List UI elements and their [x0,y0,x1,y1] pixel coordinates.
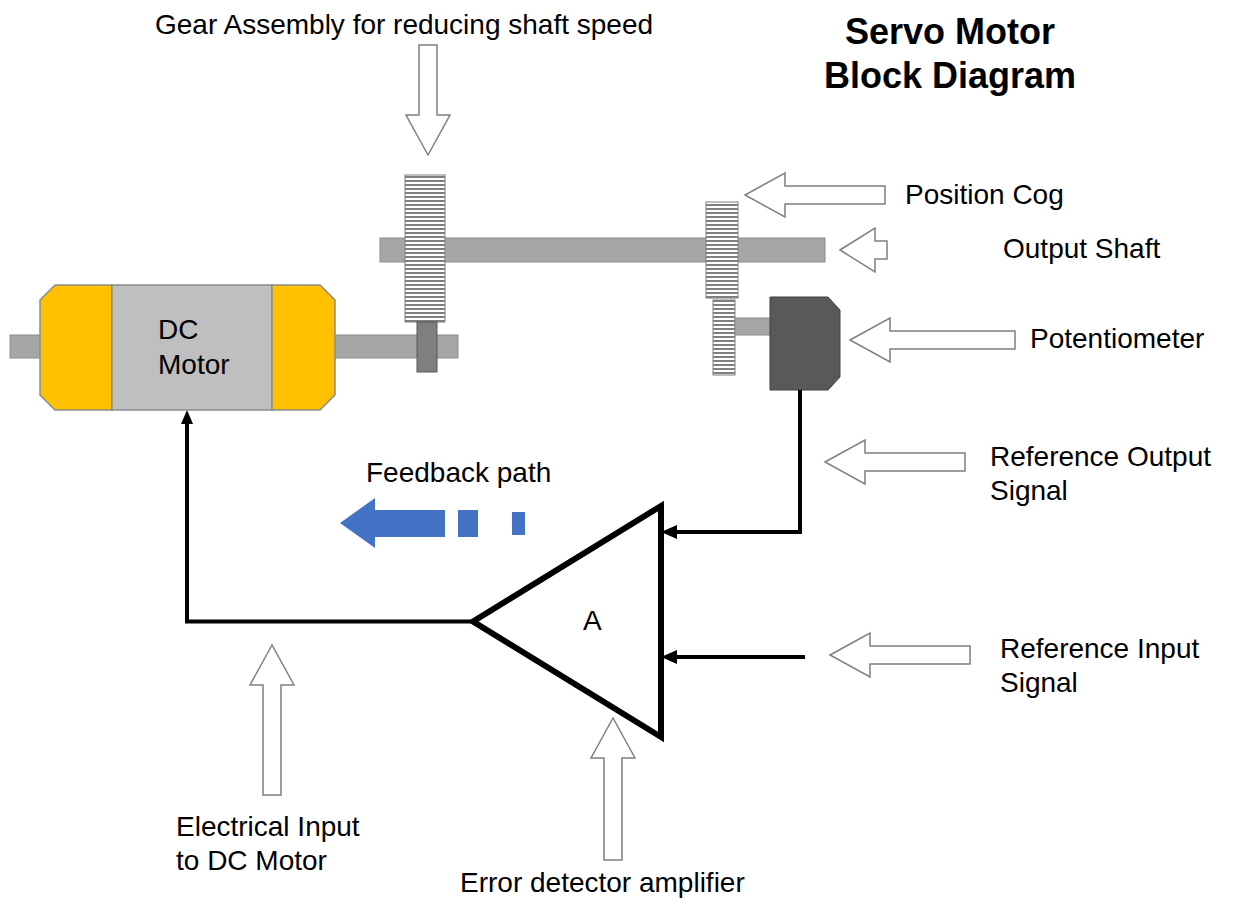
part-label: Potentiometer [1030,322,1204,356]
part-label-box: Gear Assembly for reducing shaft speed [155,8,653,42]
signal-label: Electrical Input to DC Motor [176,810,376,878]
node-text: DC Motor [158,313,268,381]
motor-body [112,285,272,410]
part-label-box: Position Cog [905,178,1064,212]
amplifier-outline [473,506,661,737]
callout-arrow [850,318,1015,362]
amplifier-triangle-outline [470,503,664,740]
part-label: Position Cog [905,178,1064,212]
amplifier-symbol: A [583,604,623,638]
callout-arrow [840,228,887,272]
signal-label-box: Reference Input Signal [1000,632,1255,700]
part-label: Output Shaft [1003,232,1160,266]
callout-arrow [250,645,294,795]
signal-label: Reference Output Signal [990,440,1245,508]
part-label-box: Error detector amplifier [460,866,745,900]
position-cog [706,202,738,298]
potentiometer-shaft [735,318,772,335]
potentiometer-gear [713,300,735,375]
feedback-wire [675,390,800,532]
signal-label: Reference Input Signal [1000,632,1255,700]
path-label-box: Feedback path [366,456,551,490]
callout-arrow [745,173,885,217]
diagram-title-box: Servo Motor Block Diagram [800,10,1100,98]
callout-arrow [825,440,965,484]
dc-motor-outline [40,285,335,410]
motor-shaft-right [333,335,458,358]
part-label-box: Potentiometer [1030,322,1204,356]
path-label: Feedback path [366,456,551,490]
callout-arrow [591,718,635,860]
motor-pinion [417,322,437,372]
signal-label-box: Reference Output Signal [990,440,1245,508]
reference-input-wire [675,655,805,659]
motor-end-cap [272,285,335,410]
motor-end-cap [40,285,112,410]
signal-label-box: Electrical Input to DC Motor [176,810,376,878]
part-label: Error detector amplifier [460,866,745,900]
callout-arrow [830,633,970,677]
feedback-dash [458,510,478,537]
feedback-dash [512,512,525,535]
feedback-arrow [340,498,445,548]
reduction-gear [405,175,445,322]
output-shaft [380,238,825,262]
signal-wire [187,420,473,622]
callout-arrow [406,45,450,155]
part-label: Gear Assembly for reducing shaft speed [155,8,653,42]
amplifier-triangle: A [470,503,664,740]
diagram-title: Servo Motor Block Diagram [800,10,1100,98]
dc-motor: DC Motor [40,285,335,410]
part-label-box: Output Shaft [1003,232,1160,266]
potentiometer-body [770,297,840,390]
motor-shaft-left [10,335,42,358]
